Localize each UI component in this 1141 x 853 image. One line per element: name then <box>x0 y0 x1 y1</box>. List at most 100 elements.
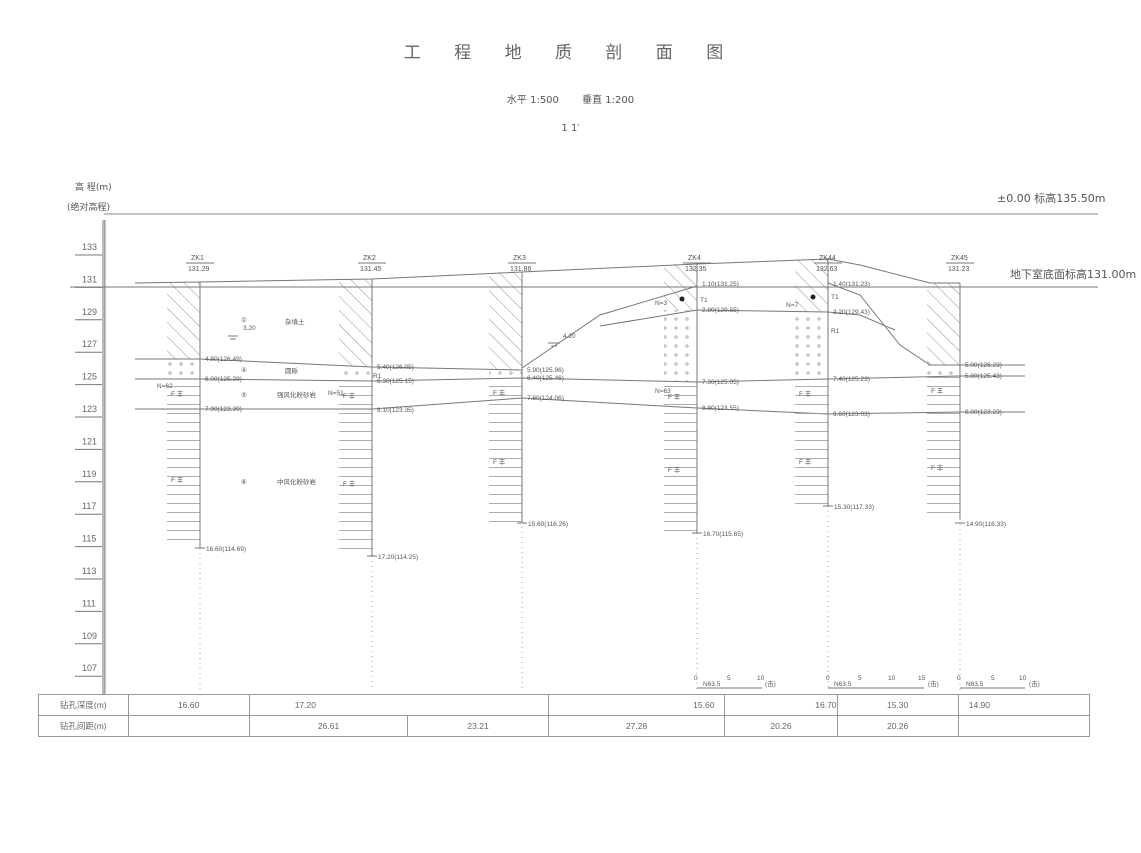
borehole-elevation: 131.45 <box>360 266 382 273</box>
y-tick-label: 107 <box>82 663 97 673</box>
section-label: 1 1′ <box>561 123 580 134</box>
borehole-id: ZK2 <box>363 255 376 262</box>
svg-text:0: 0 <box>957 675 961 682</box>
spt-n-label: N=3 <box>655 300 667 307</box>
layer-depth-label: 8.00(123.23) <box>965 409 1002 416</box>
y-tick-label: 125 <box>82 372 97 382</box>
svg-text:(击): (击) <box>928 679 939 688</box>
y-axis-ticks: 1331311291271251231211191171151131111091… <box>75 242 102 677</box>
layer-depth-label: 1.10(131.25) <box>702 281 739 288</box>
borehole-elevation: 131.23 <box>948 266 970 273</box>
y-tick-label: 109 <box>82 631 97 641</box>
svg-text:F 丰: F 丰 <box>171 475 184 484</box>
drawing-scale: 水平 1:500 垂直 1:200 <box>0 91 1141 106</box>
spt-n-label: N=7 <box>786 302 798 309</box>
rock-symbol: F 丰 <box>931 386 944 395</box>
rock-symbol: F 丰 <box>799 389 812 398</box>
borehole-zk2: ZK2131.455.40(126.05)6.30(125.15)8.10(12… <box>339 255 418 690</box>
svg-text:10: 10 <box>757 675 765 682</box>
layer-depth-label: 8.80(123.55) <box>702 405 739 412</box>
y-tick-label: 127 <box>82 339 97 349</box>
svg-text:0: 0 <box>826 675 830 682</box>
svg-text:N63.5: N63.5 <box>703 681 721 688</box>
borehole-depth-label: 16.70(115.65) <box>703 531 743 538</box>
borehole-depth-label: 16.60(114.69) <box>206 546 246 553</box>
y-tick-label: 121 <box>82 436 97 446</box>
table-row-spacing: 钻孔间距(m) 26.61 23.21 27.28 20.26 20.26 <box>38 715 1091 737</box>
vertical-scale: 垂直 1:200 <box>582 95 635 106</box>
borehole-depth-label: 17.20(114.25) <box>378 554 418 561</box>
y-axis-label: 高 程(m) <box>75 183 112 193</box>
rock-symbol: F 丰 <box>493 388 506 397</box>
svg-text:F 丰: F 丰 <box>343 479 356 488</box>
svg-text:F 丰: F 丰 <box>931 463 944 472</box>
layer-depth-label: 6.40(125.46) <box>527 375 564 382</box>
stratum-4-number: ④ <box>241 366 247 374</box>
stratum-5-name: 强风化粉砂岩 <box>277 390 317 399</box>
layer-depth-label: 7.80(124.06) <box>527 395 564 402</box>
borehole-elevation: 131.86 <box>510 266 532 273</box>
borehole-id: ZK45 <box>951 255 968 262</box>
zero-level-label: ±0.00 标高135.50m <box>997 192 1106 205</box>
layer-depth-label: 2.80(129.55) <box>702 307 739 314</box>
y-tick-label: 129 <box>82 307 97 317</box>
svg-text:(击): (击) <box>1029 679 1040 688</box>
svg-text:10: 10 <box>888 675 896 682</box>
layer-depth-label: 7.90(123.39) <box>205 406 242 413</box>
y-tick-label: 131 <box>82 274 97 284</box>
borehole-zk1: ZK1131.294.80(126.49)6.00(125.29)7.90(12… <box>167 255 246 690</box>
stratum-6-name: 中风化粉砂岩 <box>277 477 317 486</box>
borehole-id: ZK4 <box>688 255 701 262</box>
borehole-depth-label: 15.30(117.33) <box>834 504 874 511</box>
svg-text:10: 10 <box>1019 675 1027 682</box>
layer-depth-label: 5.80(125.43) <box>965 373 1002 380</box>
y-tick-label: 119 <box>82 469 96 479</box>
layer-depth-label: 8.10(123.35) <box>377 407 414 414</box>
borehole-table: 钻孔深度(m) 16.60 17.20 15.60 16.70 15.30 14… <box>38 694 1091 737</box>
spt-n-label: N=63 <box>655 388 671 395</box>
y-tick-label: 113 <box>82 566 96 576</box>
svg-text:F 丰: F 丰 <box>493 457 506 466</box>
layer-depth-label: 1.40(131.23) <box>833 281 870 288</box>
stratum-1-number: ① <box>241 316 247 324</box>
rock-symbol: F 丰 <box>668 392 681 401</box>
layer-depth-label: 5.90(125.96) <box>527 367 564 374</box>
svg-text:F 丰: F 丰 <box>799 457 812 466</box>
y-tick-label: 115 <box>82 534 96 544</box>
basement-level-label: 地下室底面标高131.00m <box>1010 268 1137 281</box>
y-tick-label: 117 <box>82 501 96 511</box>
y-axis-bar <box>102 220 105 695</box>
y-axis-sublabel: (绝对高程) <box>67 203 111 213</box>
row-label-spacing: 钻孔间距(m) <box>38 715 129 737</box>
rock-symbol: F 丰 <box>171 389 184 398</box>
borehole-zk4: ZK4132.351.10(131.25)2.80(129.55)7.30(12… <box>664 255 743 690</box>
svg-text:N63.5: N63.5 <box>834 681 852 688</box>
svg-text:0: 0 <box>694 675 698 682</box>
spt-n-label: N=62 <box>157 383 173 390</box>
borehole-id: ZK3 <box>513 255 526 262</box>
borehole-zk44: ZK44132.631.40(131.23)3.20(129.43)7.40(1… <box>795 255 874 690</box>
stratum-4-name: 圆砾 <box>285 367 299 375</box>
svg-text:5: 5 <box>991 675 995 682</box>
layer-depth-label: 5.00(126.23) <box>965 362 1002 369</box>
borehole-depth-label: 15.60(116.26) <box>528 521 568 528</box>
rock-symbol: F 丰 <box>343 391 356 400</box>
layer-depth-label: 6.30(125.15) <box>377 378 414 385</box>
borehole-id: ZK1 <box>191 255 204 262</box>
svg-text:F 丰: F 丰 <box>668 465 681 474</box>
borehole-depth-label: 14.90(116.33) <box>966 521 1006 528</box>
svg-text:5: 5 <box>727 675 731 682</box>
borehole-zk3: ZK3 131.86 5.90(125.96)6.40(125.46) 7.80(12… <box>489 255 568 690</box>
svg-text:5: 5 <box>858 675 862 682</box>
svg-text:15: 15 <box>918 675 926 682</box>
layer-depth-label: 9.60(123.03) <box>833 411 870 418</box>
stratum-6-number: ⑥ <box>241 478 247 486</box>
layer-depth-label: 7.30(125.05) <box>702 379 739 386</box>
svg-text:N63.5: N63.5 <box>966 681 984 688</box>
borehole-zk45: ZK45 131.23 5.00(126.23) 5.80(125.43) 8.00(1… <box>927 255 1006 690</box>
row-label-depth: 钻孔深度(m) <box>38 694 129 716</box>
layer-depth-label: 4.80(126.49) <box>205 356 242 363</box>
